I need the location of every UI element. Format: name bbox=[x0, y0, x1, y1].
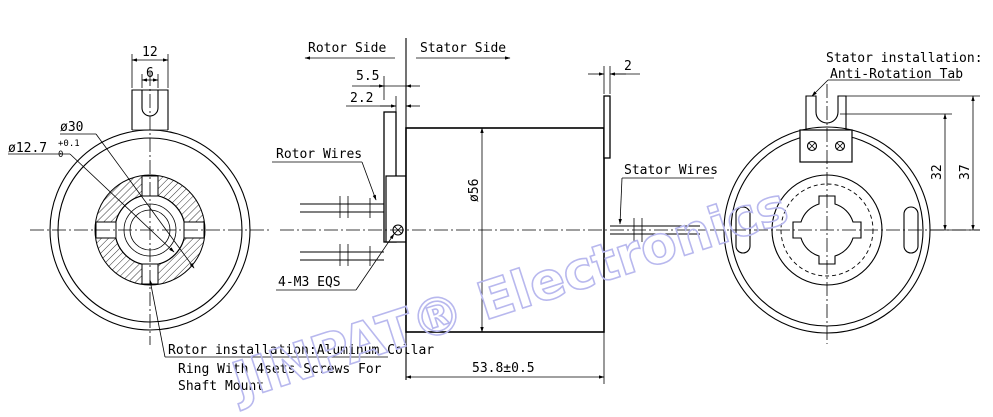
stator-note-line-1: Stator installation: bbox=[826, 51, 983, 66]
stator-wire-bundle bbox=[610, 225, 700, 235]
keyed-bore bbox=[792, 195, 862, 265]
length-label: 53.8±0.5 bbox=[472, 361, 535, 376]
stator-note-line-2: Anti-Rotation Tab bbox=[830, 67, 963, 82]
rotor-wire-bundle bbox=[300, 203, 384, 261]
stator-wires-label: Stator Wires bbox=[624, 163, 718, 178]
dim-30-label: ø30 bbox=[60, 120, 83, 135]
stator-tab bbox=[603, 95, 611, 159]
dim-12-7-tol-upper: +0.1 bbox=[58, 139, 80, 149]
rotor-face-view: 12 6 ø30 ø12.7 +0.1 0 Rotor installation… bbox=[8, 45, 434, 394]
tab-screw-right bbox=[834, 140, 846, 152]
rotor-note-line-1: Rotor installation:Aluminum Collar bbox=[168, 343, 434, 358]
dim-12-7-label: ø12.7 bbox=[8, 141, 47, 156]
rotor-wires-label: Rotor Wires bbox=[276, 147, 362, 162]
stator-face-view: Stator installation: Anti-Rotation Tab 3… bbox=[710, 51, 983, 344]
side-view: Rotor Side Stator Side 5.5 2.2 2 bbox=[272, 38, 718, 384]
tab-base bbox=[799, 129, 853, 163]
eqs-label: 4-M3 EQS bbox=[278, 275, 341, 290]
rotor-side-label: Rotor Side bbox=[308, 41, 386, 56]
dim-37-label: 37 bbox=[958, 164, 973, 180]
dim-6-label: 6 bbox=[146, 66, 154, 81]
anti-rotation-tab bbox=[805, 95, 847, 130]
dim-5-5-label: 5.5 bbox=[356, 69, 379, 84]
dim-12-7-tol-lower: 0 bbox=[58, 150, 63, 160]
tab-slot bbox=[141, 90, 159, 117]
stator-side-label: Stator Side bbox=[420, 41, 506, 56]
rotor-note-line-3: Shaft Mount bbox=[178, 379, 264, 394]
dim-32-label: 32 bbox=[930, 164, 945, 180]
dim-12-label: 12 bbox=[142, 45, 158, 60]
tab-screw-left bbox=[806, 140, 818, 152]
dim-56-label: ø56 bbox=[467, 179, 482, 202]
dim-2-label: 2 bbox=[624, 59, 632, 74]
rotor-note-line-2: Ring With 4sets Screws For bbox=[178, 362, 382, 377]
dim-2-2-label: 2.2 bbox=[350, 91, 373, 106]
